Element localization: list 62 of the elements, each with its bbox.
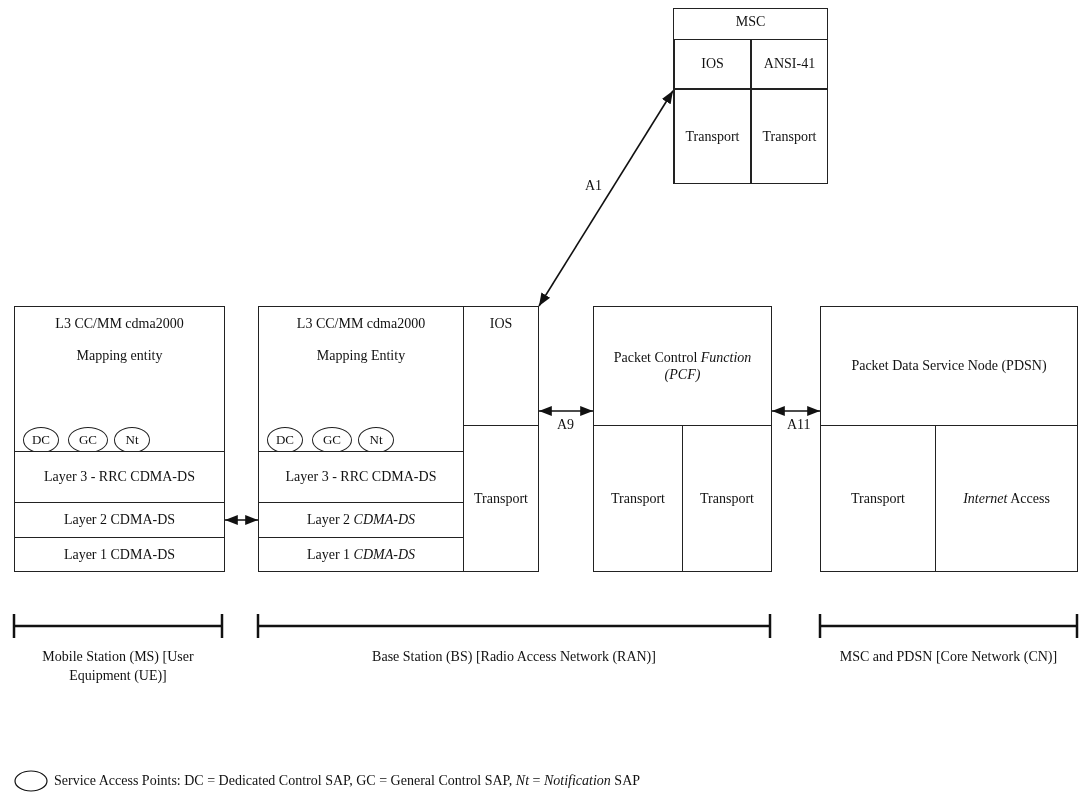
arrow xyxy=(224,514,259,526)
legend-text: Service Access Points: DC = Dedicated Control SAP, GC = General Control SAP, Nt = Notification SAP xyxy=(54,772,641,790)
cell-title: Layer 1 CDMA-DS xyxy=(62,545,177,564)
cell-title: Transport xyxy=(761,127,818,146)
cell-title: Transport xyxy=(610,489,666,508)
protocol-layer-cell xyxy=(593,306,772,426)
protocol-layer-cell xyxy=(463,306,539,426)
cell-title: Transport xyxy=(473,489,529,508)
protocol-layer-cell xyxy=(751,39,828,89)
sap-circle xyxy=(358,427,394,453)
sap-circle xyxy=(312,427,352,453)
cell-title: MSC xyxy=(734,13,767,31)
cell-title: Packet Control Function (PCF) xyxy=(612,348,753,384)
section-label: Base Station (BS) [Radio Access Network (RAN)] xyxy=(371,648,657,666)
cell-title: Transport xyxy=(684,127,741,146)
protocol-layer-cell xyxy=(14,306,225,452)
arrow xyxy=(771,405,821,417)
protocol-layer-cell xyxy=(820,425,936,572)
protocol-layer-cell xyxy=(14,537,225,572)
cell-title: Nt xyxy=(368,431,384,449)
sap-circle xyxy=(68,427,108,453)
arrow xyxy=(538,405,594,417)
cell-text: Mapping entity xyxy=(75,346,164,364)
cell-title: Internet Access xyxy=(962,489,1051,508)
cell-title: Layer 2 CDMA-DS xyxy=(305,511,417,529)
protocol-layer-cell xyxy=(258,306,464,452)
arrow xyxy=(538,89,674,307)
cell-title: IOS xyxy=(488,315,514,333)
protocol-layer-cell xyxy=(14,451,225,503)
cell-title: Layer 3 - RRC CDMA-DS xyxy=(284,468,438,486)
cell-title: Layer 1 CDMA-DS xyxy=(305,545,417,564)
protocol-layer-cell xyxy=(593,425,683,572)
section-label: Mobile Station (MS) [User Equipment (UE)] xyxy=(41,648,195,685)
cell-title: Transport xyxy=(850,489,906,508)
protocol-layer-cell xyxy=(14,502,225,538)
cell-title: GC xyxy=(77,431,99,449)
sap-circle xyxy=(267,427,303,453)
cell-title: GC xyxy=(321,431,343,449)
protocol-layer-cell xyxy=(820,306,1078,426)
cell-title: DC xyxy=(274,431,296,449)
protocol-layer-cell xyxy=(751,89,828,184)
protocol-layer-cell xyxy=(935,425,1078,572)
cell-title: DC xyxy=(30,431,52,449)
protocol-layer-cell xyxy=(258,537,464,572)
sap-circle xyxy=(23,427,59,453)
cell-title: Layer 2 CDMA-DS xyxy=(62,511,177,529)
protocol-layer-cell xyxy=(682,425,772,572)
cell-title: L3 CC/MM cdma2000 xyxy=(54,315,185,333)
sap-circle xyxy=(114,427,150,453)
cell-text: Mapping Entity xyxy=(315,346,407,364)
cell-title: L3 CC/MM cdma2000 xyxy=(295,315,427,333)
cell-title: Packet Data Service Node (PDSN) xyxy=(850,357,1048,375)
cell-title: Layer 3 - RRC CDMA-DS xyxy=(43,468,196,486)
cell-title: Nt xyxy=(124,431,140,449)
cell-title: ANSI-41 xyxy=(762,55,817,73)
protocol-layer-cell xyxy=(674,89,751,184)
protocol-layer-cell xyxy=(463,425,539,572)
cell-title: IOS xyxy=(700,55,725,73)
network-entity-box xyxy=(673,8,828,184)
protocol-layer-cell xyxy=(674,39,751,89)
cell-title: Transport xyxy=(699,489,755,508)
section-label: MSC and PDSN [Core Network (CN)] xyxy=(838,648,1059,666)
